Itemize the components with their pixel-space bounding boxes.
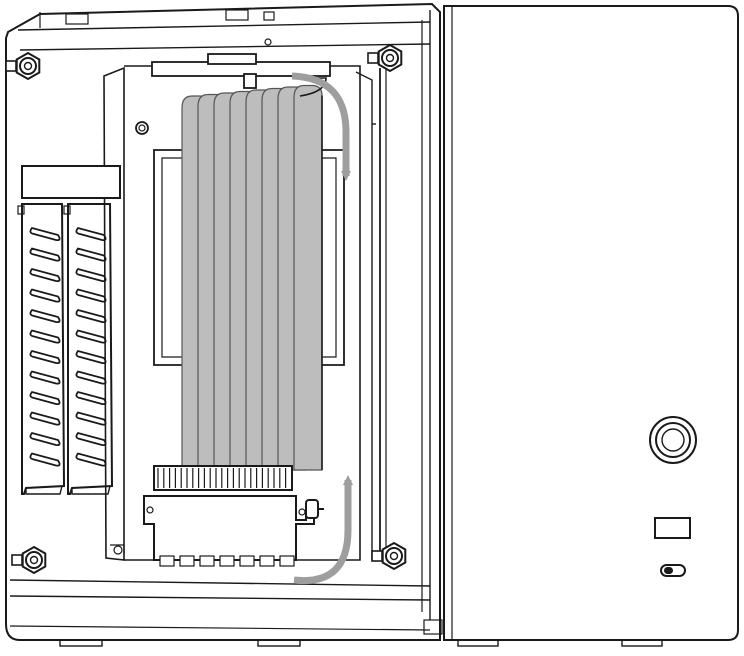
vent-slot: [29, 226, 61, 242]
power-button-icon: [649, 416, 697, 464]
vent-slot: [29, 452, 61, 467]
thumbscrew-icon: [11, 545, 47, 575]
vent-slot: [29, 247, 61, 262]
pcie-riser-ribbon: [181, 77, 327, 471]
vent-slot: [75, 288, 107, 303]
vent-slot: [75, 247, 107, 262]
vent-slot: [75, 267, 107, 283]
vent-slot: [75, 329, 107, 344]
connector-foot: [199, 555, 215, 567]
vent-slot: [75, 370, 107, 385]
ribbon-strand: [293, 84, 323, 471]
vent-slot: [75, 390, 107, 406]
vent-slots: [29, 226, 107, 467]
thumbscrew-icon: [5, 51, 41, 81]
vent-slot: [29, 370, 61, 385]
vent-slot: [29, 308, 61, 324]
thumbscrews: [5, 43, 407, 575]
curved-arrow-icon: [293, 475, 353, 585]
front-panel: [443, 5, 739, 647]
led-indicator-icon: [660, 564, 686, 577]
thumbscrew-icon: [371, 541, 407, 571]
vent-slot: [29, 349, 61, 365]
riser-connector: [143, 465, 324, 567]
vent-slot: [29, 267, 61, 283]
thumbscrew-icon: [367, 43, 403, 73]
vent-slot: [75, 452, 107, 467]
vent-slot: [29, 329, 61, 344]
vent-slot: [75, 226, 107, 242]
vent-slot: [75, 411, 107, 426]
vent-slot: [29, 411, 61, 426]
vent-slot: [75, 431, 107, 447]
connector-foot: [179, 555, 195, 567]
vent-slot: [75, 308, 107, 324]
vent-slot: [29, 288, 61, 303]
vent-slot: [75, 349, 107, 365]
vent-slot: [29, 431, 61, 447]
usb-port-icon: [654, 517, 691, 539]
connector-foot: [159, 555, 175, 567]
curved-arrow-icon: [291, 72, 351, 181]
rotation-arrows: [291, 72, 353, 585]
connector-foot: [259, 555, 275, 567]
connector-foot: [239, 555, 255, 567]
connector-foot: [219, 555, 235, 567]
vent-slot: [29, 390, 61, 406]
ribbon-loop: [299, 77, 327, 97]
connector-foot: [279, 555, 295, 567]
